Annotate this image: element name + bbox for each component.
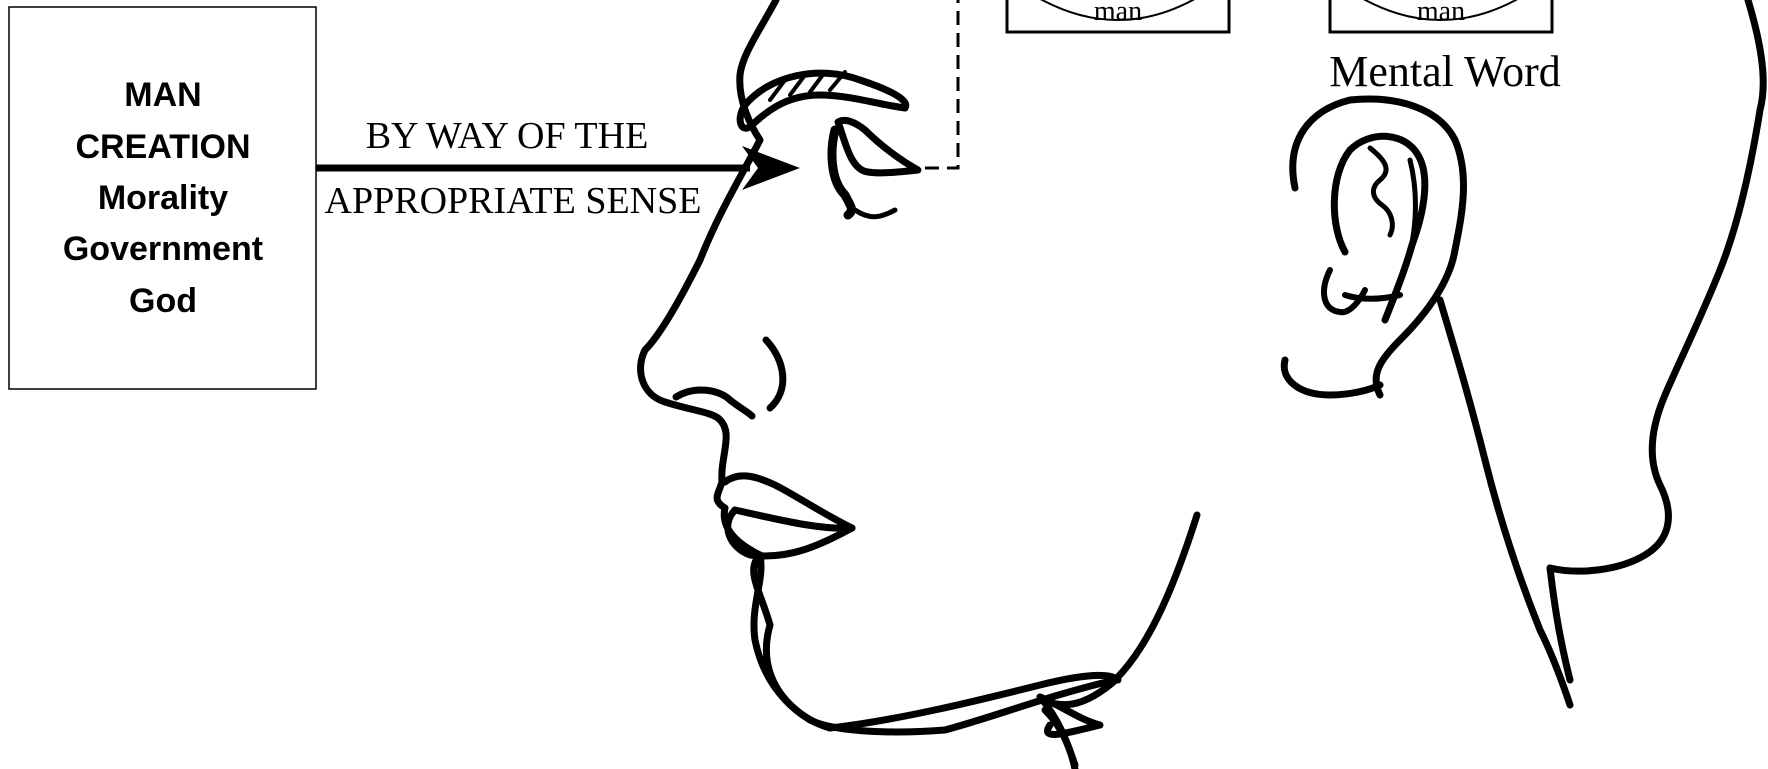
ear-outline: [1293, 99, 1464, 395]
nose-side: [766, 340, 783, 408]
face-outline: [641, 0, 1115, 732]
back-head: [1550, 0, 1763, 571]
object-line-god: God: [129, 282, 197, 320]
concept-label-2: man: [1417, 0, 1465, 27]
upper-lip: [725, 476, 852, 528]
arrow-label-line1: BY WAY OF THE: [366, 115, 649, 157]
head-profile-drawing: [641, 0, 1764, 769]
neck-bottom: [1045, 710, 1075, 769]
eye: [838, 120, 918, 172]
jaw-line: [1115, 515, 1197, 680]
arrow-label-line2: APPROPRIATE SENSE: [325, 180, 702, 222]
back-neck: [1440, 300, 1570, 705]
nostril: [676, 390, 752, 416]
eyebrow: [740, 73, 906, 128]
object-line-government: Government: [63, 230, 263, 268]
object-line-morality: Morality: [98, 179, 228, 217]
dashed-connector: [925, 0, 958, 168]
object-line-man: MAN: [124, 76, 201, 114]
concept-label-1: man: [1094, 0, 1142, 27]
object-line-creation: CREATION: [75, 128, 250, 166]
concept-box-2: man: [1330, 0, 1552, 32]
object-box: MAN CREATION Morality Government God: [9, 7, 316, 389]
concept-box-1: man: [1007, 0, 1229, 32]
mental-word-label: Mental Word: [1329, 47, 1561, 96]
